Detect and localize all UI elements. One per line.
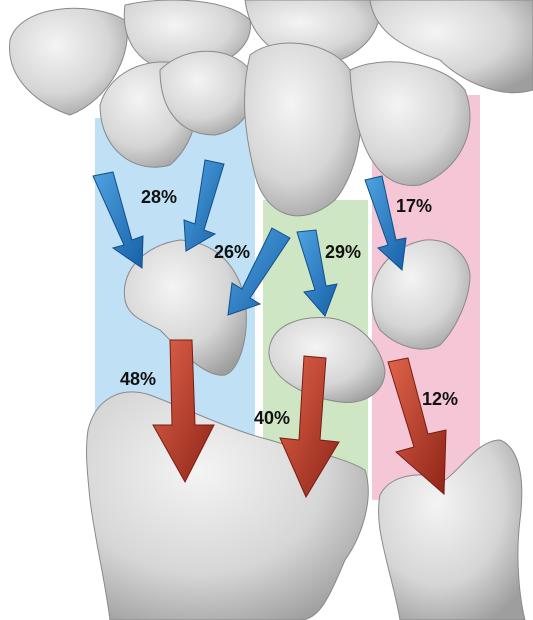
label-b3: 12%: [422, 389, 458, 409]
label-b1: 48%: [120, 369, 156, 389]
label-a1: 28%: [141, 187, 177, 207]
label-a3: 29%: [325, 242, 361, 262]
label-b2: 40%: [254, 408, 290, 428]
label-a4: 17%: [396, 196, 432, 216]
label-a2: 26%: [214, 242, 250, 262]
